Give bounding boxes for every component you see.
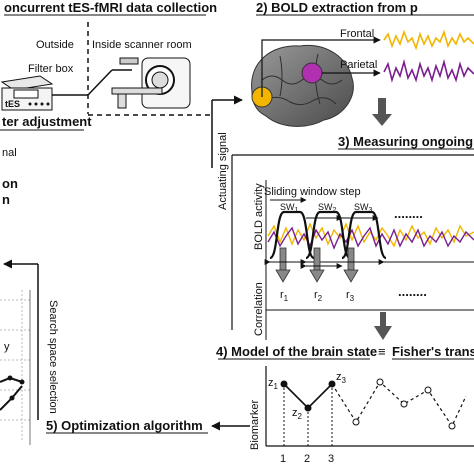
brain-image <box>251 44 354 127</box>
sw-label-3: SW3 <box>354 202 373 214</box>
sw-label-1: SW1 <box>280 202 299 214</box>
adjustment-label: ter adjustment <box>2 114 92 129</box>
correlation-label: Correlation <box>253 282 265 336</box>
s4-fisher: Fisher's transf <box>392 344 474 359</box>
sw-dots: ........ <box>394 206 423 221</box>
parietal-label: Parietal <box>340 59 377 71</box>
tes-label: tES <box>5 99 20 109</box>
bold-purple <box>267 226 474 250</box>
tes-device: tES <box>0 75 54 111</box>
svg-text:z1: z1 <box>268 377 279 391</box>
fragment-2: n <box>2 192 10 207</box>
s4-title: 4) Model of the brain state <box>216 344 377 359</box>
sliding-window-label: Sliding window step <box>264 186 361 198</box>
svg-text:SW1: SW1 <box>280 202 299 214</box>
down-arrow-1 <box>378 98 386 114</box>
corr-arrow-2 <box>313 247 321 271</box>
svg-text:r3: r3 <box>346 289 355 303</box>
parietal-signal <box>383 58 474 83</box>
r-label-3: r3 <box>346 289 355 303</box>
svg-text:SW2: SW2 <box>318 202 337 214</box>
s2-title: 2) BOLD extraction from p <box>256 0 418 15</box>
z-label-1: z1 <box>268 377 279 391</box>
r-label-1: r1 <box>280 289 289 303</box>
down-arrow-2 <box>380 312 386 326</box>
model-chart <box>280 378 467 446</box>
z-label-3: z3 <box>336 371 347 385</box>
x-tick-1: 1 <box>280 453 286 465</box>
sw-3 <box>340 210 388 260</box>
inside-label: Inside scanner room <box>92 39 192 51</box>
r-label-2: r2 <box>314 289 323 303</box>
search-space-label: Search space selection <box>47 300 59 414</box>
svg-text:r2: r2 <box>314 289 323 303</box>
svg-text:z3: z3 <box>336 371 347 385</box>
corr-arrow-3 <box>347 247 355 271</box>
equiv-sign: ≡ <box>378 344 386 359</box>
actuating-signal-label: Actuating signal <box>217 132 229 210</box>
s3-title: 3) Measuring ongoing b <box>338 134 474 149</box>
bold-activity-label: BOLD activity <box>253 183 265 250</box>
outside-label: Outside <box>36 39 74 51</box>
x-tick-2: 2 <box>304 453 310 465</box>
fragment-1: on <box>2 176 18 191</box>
frontal-signal <box>383 29 474 51</box>
point-z2 <box>304 404 312 412</box>
point-z1 <box>280 380 288 388</box>
signal-fragment: nal <box>2 147 17 159</box>
s5-title: 5) Optimization algorithm <box>46 418 203 433</box>
z-label-2: z2 <box>292 407 303 421</box>
corr-arrow-1 <box>279 247 287 271</box>
svg-text:SW3: SW3 <box>354 202 373 214</box>
s1-title: oncurrent tES-fMRI data collection <box>4 0 217 15</box>
mri-scanner <box>111 57 191 109</box>
sw-1 <box>268 210 316 260</box>
left-fragment: y <box>4 341 10 353</box>
parietal-roi <box>301 62 323 84</box>
r-dots: ........ <box>398 284 427 299</box>
x-tick-3: 3 <box>328 453 334 465</box>
point-z3 <box>328 380 336 388</box>
biomarker-label: Biomarker <box>249 400 261 450</box>
sw-2 <box>304 210 352 260</box>
sw-label-2: SW2 <box>318 202 337 214</box>
optimization-plot <box>0 290 31 445</box>
svg-text:z2: z2 <box>292 407 303 421</box>
frontal-label: Frontal <box>340 28 374 40</box>
filter-box-label: Filter box <box>28 63 74 75</box>
svg-text:r1: r1 <box>280 289 289 303</box>
